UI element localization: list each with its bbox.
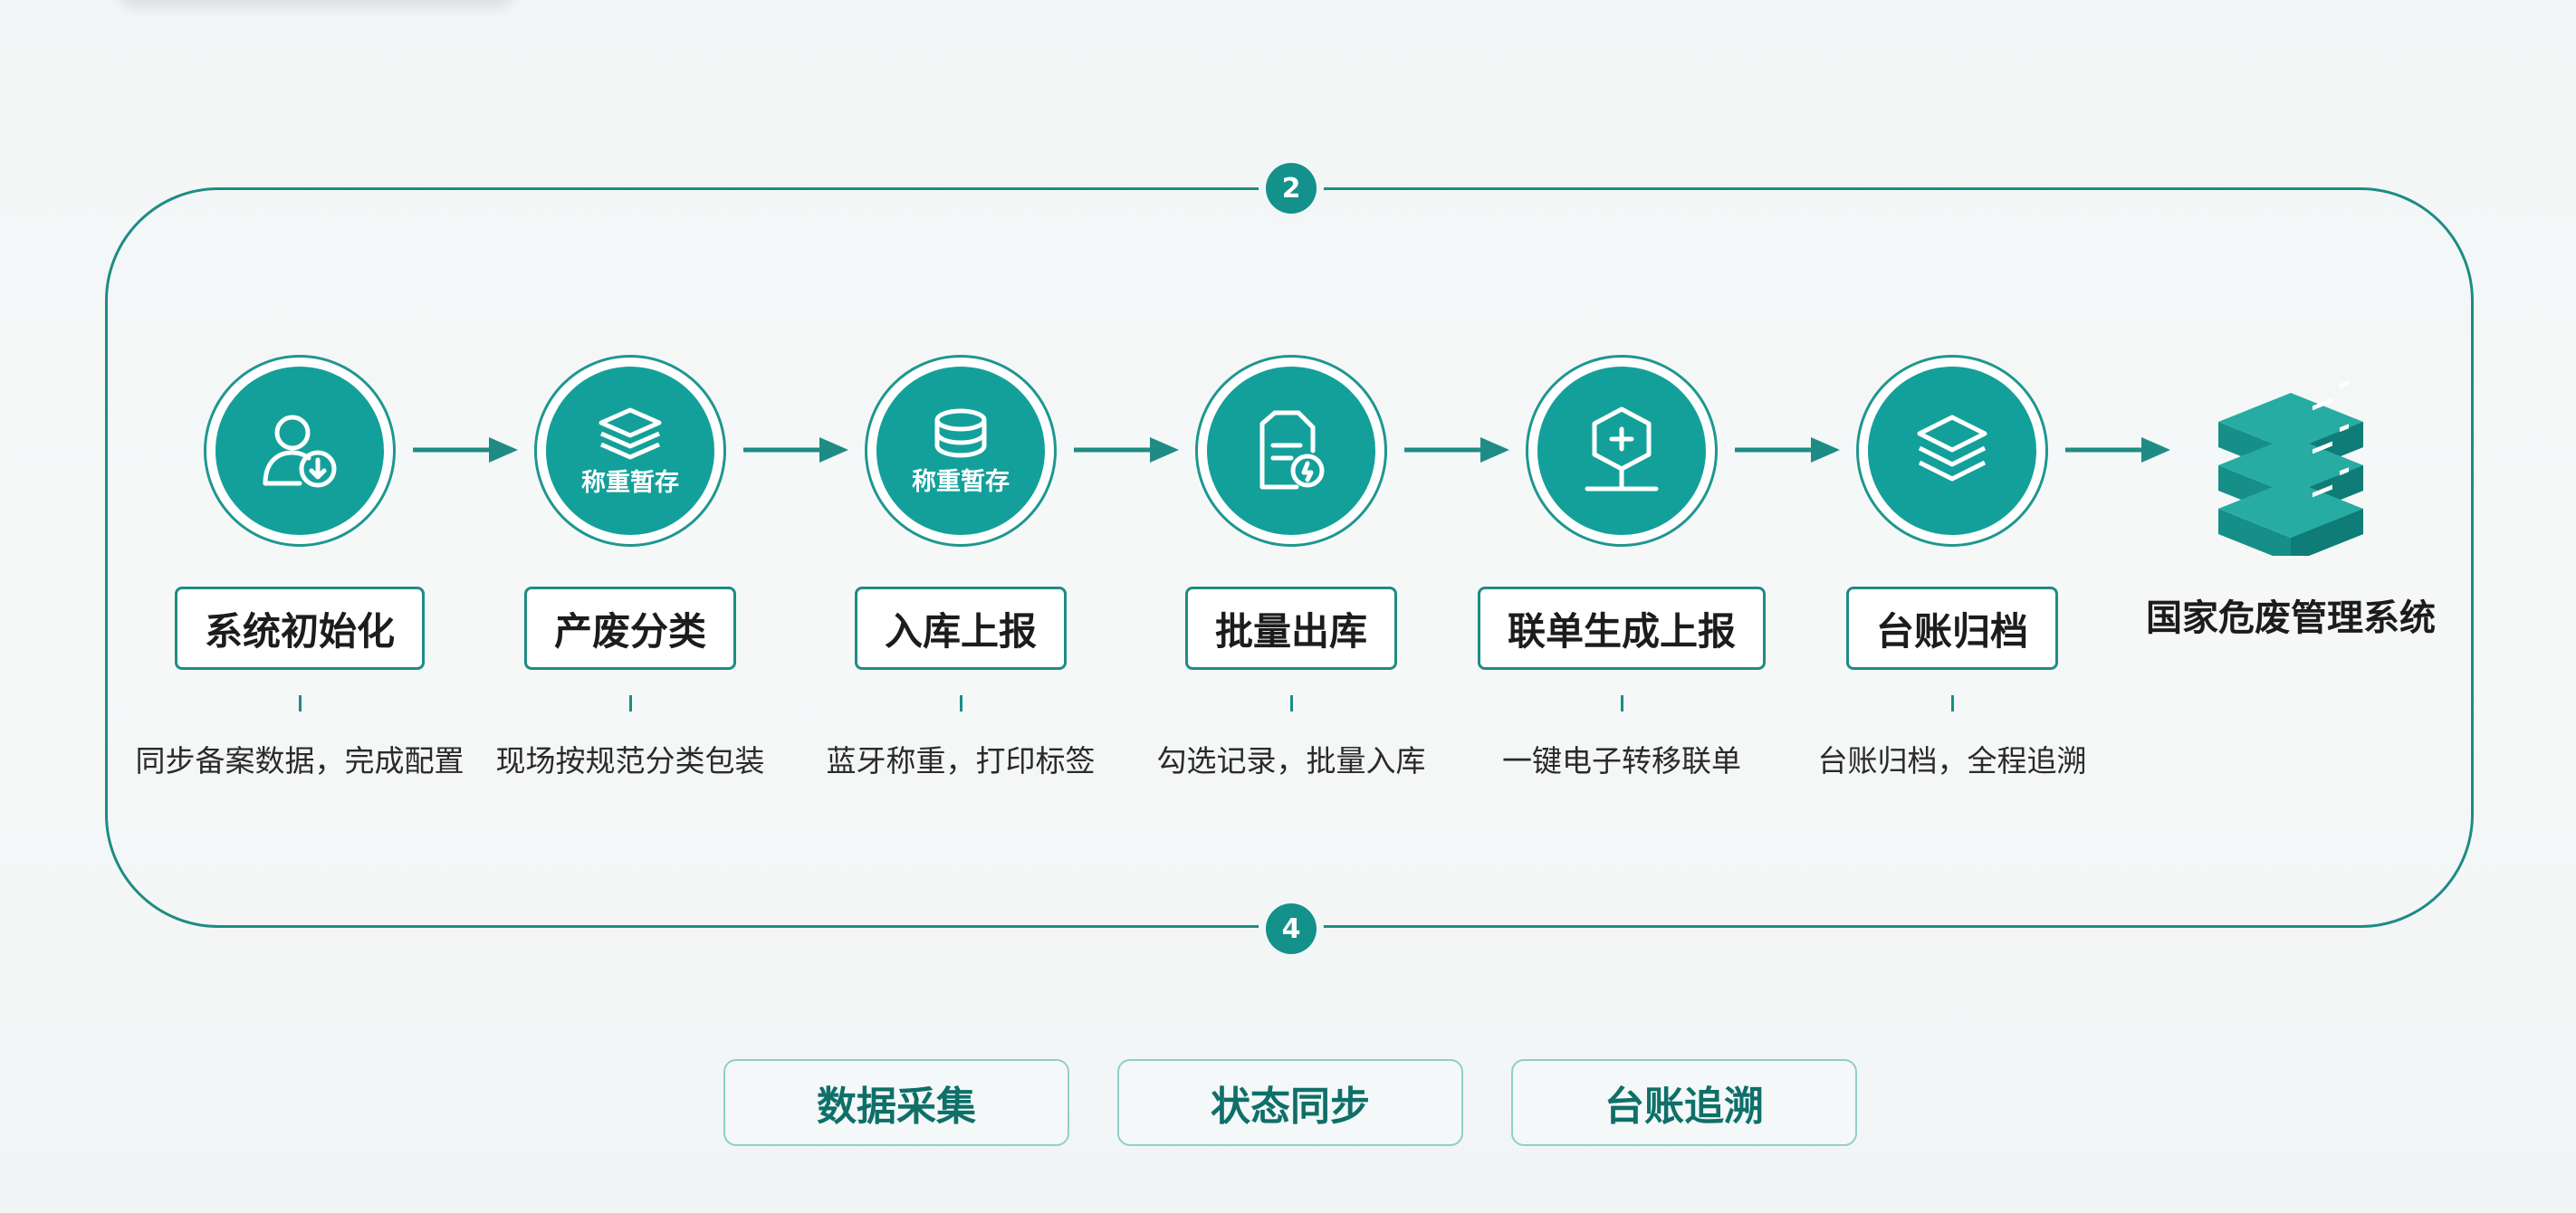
connector-tick [299, 695, 302, 712]
circle-caption: 称重暂存 [581, 468, 679, 497]
top-shadow-decoration [118, 0, 516, 9]
step-label: 批量出库 [1184, 587, 1398, 670]
flow-arrow-icon [1735, 437, 1840, 463]
step-circle: 称重暂存 [534, 355, 726, 547]
hexagon-plus-icon [1578, 404, 1665, 498]
step-description: 勾选记录，批量入库 [1156, 743, 1426, 778]
server-stack-icon [2218, 380, 2363, 556]
step-label: 产废分类 [523, 587, 737, 670]
destination-label: 国家危废管理系统 [2146, 597, 2436, 639]
step-label: 联单生成上报 [1477, 587, 1767, 670]
layers-icon [1909, 410, 1996, 492]
stack-icon [594, 405, 666, 461]
feature-pill-ledger-trace: 台账追溯 [1511, 1059, 1857, 1146]
step-circle [1526, 355, 1718, 547]
flow-arrow-icon [743, 437, 848, 463]
step-label: 入库上报 [854, 587, 1068, 670]
step-description: 现场按规范分类包装 [495, 743, 765, 778]
step-label: 系统初始化 [174, 587, 426, 670]
feature-pill-data-collection: 数据采集 [723, 1059, 1069, 1146]
step-circle [1195, 355, 1387, 547]
step-description: 蓝牙称重，打印标签 [826, 743, 1096, 778]
flow-arrow-icon [1404, 437, 1509, 463]
connector-tick [1621, 695, 1623, 712]
flow-frame [105, 187, 2474, 928]
connector-tick [1290, 695, 1293, 712]
flow-arrow-icon [1074, 437, 1179, 463]
step-badge-top: 2 [1266, 163, 1317, 214]
flow-arrow-icon [413, 437, 518, 463]
step-circle [1856, 355, 2048, 547]
coins-icon [929, 406, 992, 460]
connector-tick [960, 695, 962, 712]
flow-arrow-icon [2065, 437, 2170, 463]
step-label: 台账归档 [1845, 587, 2059, 670]
step-description: 同步备案数据，完成配置 [135, 743, 464, 778]
feature-pill-status-sync: 状态同步 [1117, 1059, 1463, 1146]
step-description: 一键电子转移联单 [1502, 743, 1741, 778]
connector-tick [629, 695, 632, 712]
user-download-icon [254, 406, 345, 496]
connector-tick [1951, 695, 1954, 712]
step-circle [204, 355, 396, 547]
step-description: 台账归档，全程追溯 [1817, 743, 2087, 778]
step-circle: 称重暂存 [865, 355, 1057, 547]
step-badge-bottom: 4 [1266, 903, 1317, 954]
document-shield-icon [1248, 406, 1335, 496]
circle-caption: 称重暂存 [912, 467, 1010, 496]
